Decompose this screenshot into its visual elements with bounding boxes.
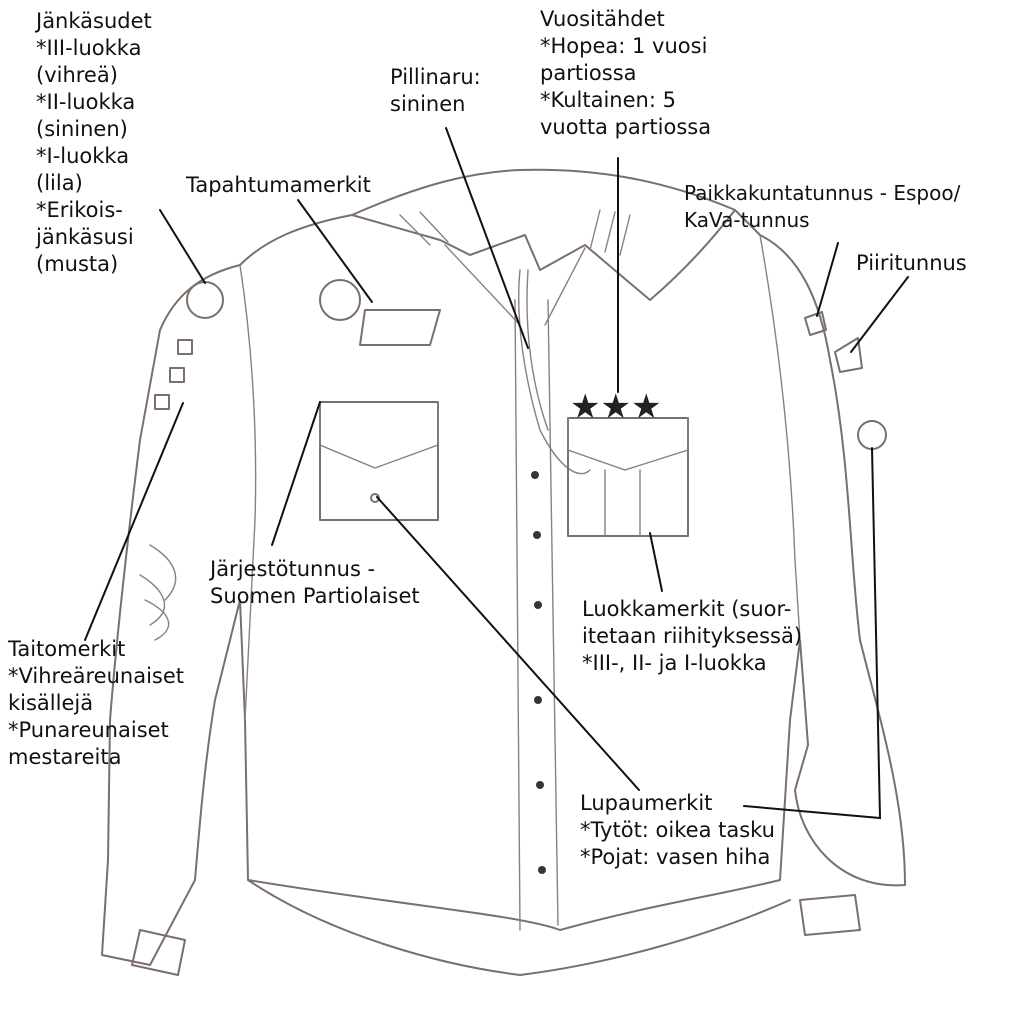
right-sleeve-line — [760, 235, 800, 640]
label-jarjestotunnus: Järjestötunnus - Suomen Partiolaiset — [210, 556, 420, 610]
label-jarjestotunnus-line: Suomen Partiolaiset — [210, 583, 420, 610]
label-taitomerkit-title: Taitomerkit — [8, 636, 184, 663]
label-luokkamerkit-line: itetaan riihityksessä) — [582, 623, 802, 650]
event-badge-2 — [360, 310, 440, 345]
label-pillinaru-line: Pillinaru: — [390, 64, 481, 91]
collar-fold-left — [445, 245, 520, 325]
leader-luokkamerkit — [650, 533, 662, 591]
label-jankasudet-line: *Erikois- — [36, 197, 152, 224]
label-taitomerkit: Taitomerkit *Vihreäreunaiset kisällejä *… — [8, 636, 184, 771]
label-taitomerkit-line: *Vihreäreunaiset — [8, 663, 184, 690]
label-paikkakunta-line: Paikkakuntatunnus - Espoo/ — [684, 180, 960, 207]
label-jankasudet-line: jänkäsusi — [36, 224, 152, 251]
label-tapahtumamerkit-title: Tapahtumamerkit — [186, 172, 371, 199]
label-pillinaru-line: sininen — [390, 91, 481, 118]
elbow-creases — [140, 545, 176, 640]
label-jankasudet-line: *III-luokka — [36, 35, 152, 62]
label-jankasudet-line: (sininen) — [36, 116, 152, 143]
skill-badge-3 — [155, 395, 169, 409]
label-jankasudet-title: Jänkäsudet — [36, 8, 152, 35]
right-cuff — [800, 895, 860, 935]
label-luokkamerkit-line: *III-, II- ja I-luokka — [582, 650, 802, 677]
label-vuositahdet-title: Vuositähdet — [540, 6, 711, 33]
label-piiritunnus-title: Piiritunnus — [856, 250, 967, 277]
skill-badge-2 — [170, 368, 184, 382]
skill-badge-1 — [178, 340, 192, 354]
right-pocket-stripe — [605, 470, 640, 536]
label-paikkakunta: Paikkakuntatunnus - Espoo/ KaVa-tunnus — [684, 180, 960, 234]
right-pocket — [568, 418, 688, 536]
label-vuositahdet-line: partiossa — [540, 60, 711, 87]
left-pocket — [320, 402, 438, 520]
collar-hatching — [400, 210, 630, 255]
placket-left — [515, 300, 520, 930]
event-badge — [320, 280, 360, 320]
promise-badge — [858, 421, 886, 449]
whistle-cord — [519, 270, 590, 474]
label-vuositahdet-line: *Kultainen: 5 — [540, 87, 711, 114]
leader-tapahtumamerkit — [298, 200, 372, 302]
label-jankasudet: Jänkäsudet *III-luokka (vihreä) *II-luok… — [36, 8, 152, 278]
label-luokkamerkit: Luokkamerkit (suor- itetaan riihityksess… — [582, 596, 802, 677]
label-jarjestotunnus-line: Järjestötunnus - — [210, 556, 420, 583]
label-jankasudet-line: *II-luokka — [36, 89, 152, 116]
leader-jarjestotunnus — [272, 402, 320, 545]
collar — [352, 170, 735, 300]
left-cuff — [132, 930, 185, 975]
placket-right — [548, 300, 558, 925]
leader-paikkakunta — [817, 243, 838, 316]
year-stars: ★★★ — [570, 387, 661, 427]
label-taitomerkit-line: *Punareunaiset — [8, 717, 184, 744]
leader-jankasudet — [160, 210, 205, 283]
label-lupaumerkit-line: *Tytöt: oikea tasku — [580, 817, 775, 844]
label-lupaumerkit: Lupaumerkit *Tytöt: oikea tasku *Pojat: … — [580, 790, 775, 871]
left-pocket-flap — [320, 402, 438, 468]
label-jankasudet-line: (vihreä) — [36, 62, 152, 89]
leader-taitomerkit — [85, 403, 183, 640]
label-pillinaru: Pillinaru: sininen — [390, 64, 481, 118]
label-lupaumerkit-title: Lupaumerkit — [580, 790, 775, 817]
leader-piiritunnus — [851, 277, 908, 352]
collar-fold-right — [545, 248, 585, 325]
label-jankasudet-line: *I-luokka — [36, 143, 152, 170]
label-jankasudet-line: (musta) — [36, 251, 152, 278]
jankasusi-badge — [187, 282, 223, 318]
label-piiritunnus: Piiritunnus — [856, 250, 967, 277]
label-vuositahdet-line: vuotta partiossa — [540, 114, 711, 141]
label-taitomerkit-line: mestareita — [8, 744, 184, 771]
label-taitomerkit-line: kisällejä — [8, 690, 184, 717]
label-lupaumerkit-line: *Pojat: vasen hiha — [580, 844, 775, 871]
shirt-hem — [248, 880, 790, 975]
label-jankasudet-line: (lila) — [36, 170, 152, 197]
label-vuositahdet: Vuositähdet *Hopea: 1 vuosi partiossa *K… — [540, 6, 711, 141]
label-tapahtumamerkit: Tapahtumamerkit — [186, 172, 371, 199]
label-paikkakunta-line: KaVa-tunnus — [684, 207, 960, 234]
label-luokkamerkit-line: Luokkamerkit (suor- — [582, 596, 802, 623]
label-vuositahdet-line: *Hopea: 1 vuosi — [540, 33, 711, 60]
